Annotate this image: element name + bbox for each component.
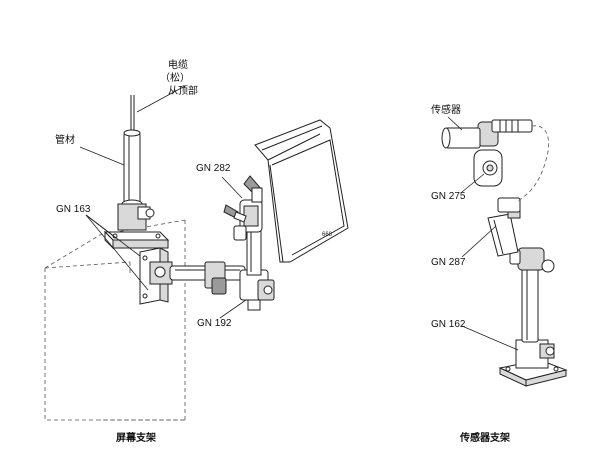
label-sensor: 传感器 — [431, 105, 461, 116]
label-gn162: GN 162 — [431, 319, 466, 330]
label-gn163: GN 163 — [56, 204, 91, 215]
caption-screen-bracket: 屏幕支架 — [116, 433, 156, 444]
leaders-right — [447, 116, 519, 351]
label-gn275: GN 275 — [431, 191, 466, 202]
sensor-cylinder — [441, 119, 533, 149]
swivel-joint — [223, 175, 263, 241]
top-flange-clamp — [103, 203, 170, 250]
sensor-tube — [521, 261, 539, 343]
sensor-upper-joint — [473, 121, 503, 187]
svg-text:668: 668 — [322, 232, 333, 238]
sensor-base — [498, 339, 568, 387]
label-cable-line3: 从顶部 — [168, 86, 198, 97]
dashed-mounting-block — [44, 219, 186, 421]
sensor-middle-tube — [487, 197, 521, 257]
side-flange — [139, 247, 173, 305]
vertical-tube — [121, 95, 143, 209]
label-gn282: GN 282 — [196, 163, 231, 174]
label-gn287: GN 287 — [431, 257, 466, 268]
horizontal-arm — [169, 261, 246, 295]
sensor-cable — [515, 125, 549, 203]
leaders-left — [79, 85, 247, 319]
label-cable-line2: （松） — [160, 73, 190, 84]
label-cable-line1: 电缆 — [168, 60, 188, 71]
label-gn192: GN 192 — [197, 318, 232, 329]
label-tube: 管材 — [55, 135, 75, 146]
screen-outline: 668 — [254, 119, 349, 263]
caption-sensor-bracket: 传感器支架 — [460, 433, 510, 444]
cross-clamp — [239, 229, 275, 311]
